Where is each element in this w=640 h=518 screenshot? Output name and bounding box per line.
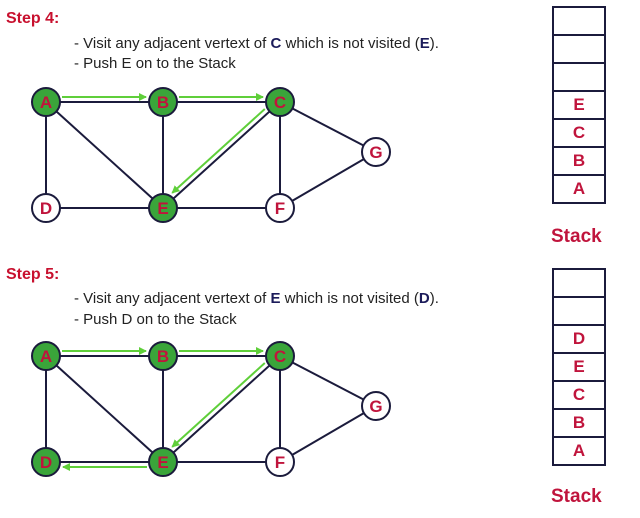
node-f-circle [265, 447, 295, 477]
step-4-stack-label: Stack [551, 226, 602, 247]
stack-cell-empty [552, 268, 606, 298]
bullet-text: ). [429, 290, 439, 307]
bullet-text: - Visit any adjacent vertext of [74, 290, 271, 307]
node-a-label: A [40, 347, 52, 366]
edge-C-G [279, 101, 377, 153]
stack-cell-a: A [552, 174, 606, 204]
highlight-vertex: E [270, 290, 281, 307]
edge-C-G [279, 355, 377, 407]
node-e-label: E [157, 199, 168, 218]
step-5-bullet-push: - Push D on to the Stack [74, 311, 237, 328]
step-4-title: Step 4: [6, 10, 60, 27]
bullet-text: - Visit any adjacent vertext of [74, 35, 271, 52]
step-4-bullet-push: - Push E on to the Stack [74, 55, 236, 72]
node-f-label: F [275, 453, 285, 472]
node-c-circle [265, 87, 295, 117]
highlight-vertex: E [419, 35, 430, 52]
stack-cell-a: A [552, 436, 606, 466]
node-g-label: G [369, 397, 382, 416]
stack-cell-d: D [552, 324, 606, 354]
edge-F-G [279, 151, 377, 209]
node-f-circle [265, 193, 295, 223]
step-4-bullet-visit: - Visit any adjacent vertext of C which … [74, 35, 439, 52]
stack-cell-b: B [552, 408, 606, 438]
node-b-label: B [157, 93, 169, 112]
edge-A-E [45, 101, 164, 209]
node-e-circle [148, 193, 178, 223]
node-a-circle [31, 87, 61, 117]
edge-F-G [279, 405, 377, 463]
node-d-label: D [40, 199, 52, 218]
node-g-circle [361, 137, 391, 167]
stack-cell-e: E [552, 352, 606, 382]
stack-cell-empty [552, 34, 606, 64]
node-f-label: F [275, 199, 285, 218]
stack-cell-b: B [552, 146, 606, 176]
bullet-text: ). [429, 35, 439, 52]
step-5-bullet-visit: - Visit any adjacent vertext of E which … [74, 290, 439, 307]
graph-step-4: A B C D E F G [31, 87, 391, 223]
highlight-vertex: D [418, 290, 430, 307]
stack-cell-e: E [552, 90, 606, 120]
node-a-label: A [40, 93, 52, 112]
node-g-circle [361, 391, 391, 421]
graph-step-5: A B C D E F G [31, 341, 391, 477]
highlight-vertex: C [270, 35, 282, 52]
node-e-circle [148, 447, 178, 477]
stack-cell-c: C [552, 118, 606, 148]
node-c-label: C [274, 347, 286, 366]
bullet-text: which is not visited ( [281, 35, 420, 52]
node-b-circle [148, 341, 178, 371]
stack-cell-c: C [552, 380, 606, 410]
traversal-arrow-C-E [171, 108, 266, 194]
edge-C-E [162, 101, 281, 209]
node-b-label: B [157, 347, 169, 366]
stack-cell-empty [552, 6, 606, 36]
node-a-circle [31, 341, 61, 371]
step-5-stack-label: Stack [551, 486, 602, 507]
node-d-label: D [40, 453, 52, 472]
node-g-label: G [369, 143, 382, 162]
node-e-label: E [157, 453, 168, 472]
edge-C-E [162, 355, 281, 463]
bullet-text: which is not visited ( [280, 290, 419, 307]
stack-cell-empty [552, 62, 606, 92]
node-c-label: C [274, 93, 286, 112]
node-c-circle [265, 341, 295, 371]
node-d-circle [31, 193, 61, 223]
step-5-title: Step 5: [6, 266, 60, 283]
stack-cell-empty [552, 296, 606, 326]
edge-A-E [45, 355, 164, 463]
node-d-circle [31, 447, 61, 477]
node-b-circle [148, 87, 178, 117]
traversal-arrow-C-E [171, 362, 266, 448]
